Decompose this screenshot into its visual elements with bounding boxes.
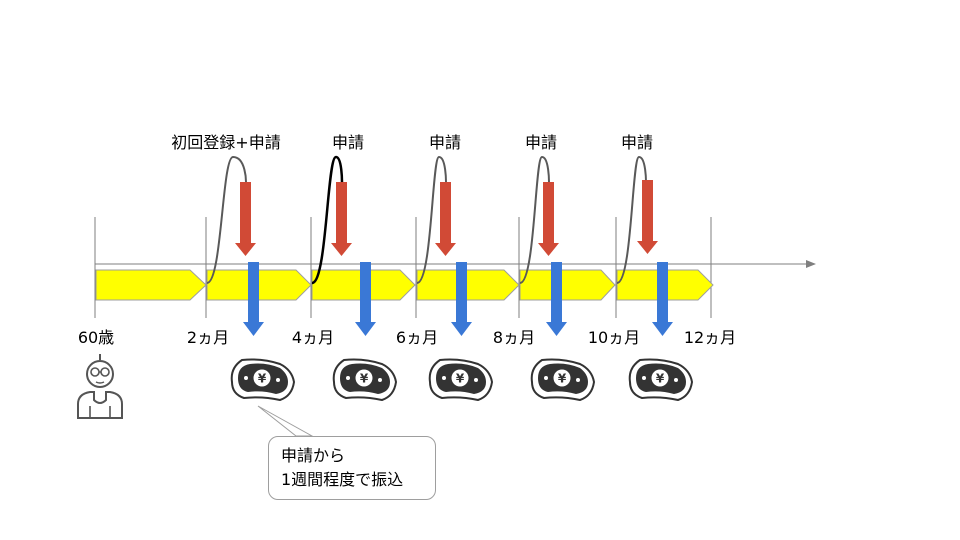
- period-arrows: [95, 269, 714, 301]
- yen-banknote-icon: ¥: [628, 358, 694, 402]
- svg-text:¥: ¥: [558, 372, 567, 386]
- tick-label-10: 10ヵ月: [588, 328, 640, 347]
- yen-banknote-icon: ¥: [332, 358, 398, 402]
- period-arrow-4: [416, 269, 520, 301]
- tick-label-2: 2ヵ月: [187, 328, 229, 347]
- pay-arrows: [243, 262, 673, 336]
- pay-arrow-1: [243, 262, 264, 336]
- pay-arrow-3: [451, 262, 472, 336]
- tick-lines: [94, 217, 712, 318]
- application-curve-5: [616, 155, 647, 284]
- svg-text:¥: ¥: [360, 372, 369, 386]
- tick-label-6: 6ヵ月: [396, 328, 438, 347]
- money-icons: ¥ ¥ ¥: [230, 358, 694, 402]
- apply-arrow-2: [331, 182, 352, 256]
- svg-text:¥: ¥: [456, 372, 465, 386]
- application-curve-3: [416, 155, 447, 284]
- elderly-person-icon: [77, 354, 123, 419]
- apply-arrows: [235, 180, 658, 256]
- application-labels: 初回登録+申請 申請 申請 申請 申請: [171, 133, 653, 152]
- callout-line-1: 申請から: [281, 446, 346, 465]
- pay-arrow-2: [355, 262, 376, 336]
- period-arrow-5: [519, 269, 616, 301]
- yen-banknote-icon: ¥: [230, 358, 296, 402]
- application-curves: [206, 155, 647, 285]
- yen-banknote-icon: ¥: [530, 358, 596, 402]
- yen-banknote-icon: ¥: [428, 358, 494, 402]
- callout-line-2: 1週間程度で振込: [281, 470, 404, 489]
- tick-label-8: 8ヵ月: [493, 328, 535, 347]
- pay-arrow-5: [652, 262, 673, 336]
- application-curve-2: [311, 155, 344, 285]
- period-arrow-1: [95, 269, 207, 301]
- application-curve-4: [519, 155, 550, 284]
- tick-label-4: 4ヵ月: [292, 328, 334, 347]
- apply-arrow-4: [538, 182, 559, 256]
- apply-arrow-1: [235, 182, 256, 256]
- application-label-1: 初回登録+申請: [171, 133, 280, 152]
- callout-bubble: 申請から 1週間程度で振込: [268, 436, 436, 500]
- svg-text:¥: ¥: [258, 372, 267, 386]
- svg-text:¥: ¥: [656, 372, 665, 386]
- callout-tail: [257, 405, 314, 437]
- apply-arrow-5: [637, 180, 658, 254]
- application-curve-1: [206, 155, 247, 284]
- application-label-5: 申請: [621, 133, 653, 152]
- apply-arrow-3: [435, 182, 456, 256]
- application-label-3: 申請: [429, 133, 461, 152]
- application-label-4: 申請: [525, 133, 557, 152]
- pay-arrow-4: [546, 262, 567, 336]
- tick-label-0: 60歳: [78, 328, 114, 347]
- tick-label-12: 12ヵ月: [684, 328, 736, 347]
- application-label-2: 申請: [332, 133, 364, 152]
- tick-labels: 60歳 2ヵ月 4ヵ月 6ヵ月 8ヵ月 10ヵ月 12ヵ月: [78, 328, 736, 347]
